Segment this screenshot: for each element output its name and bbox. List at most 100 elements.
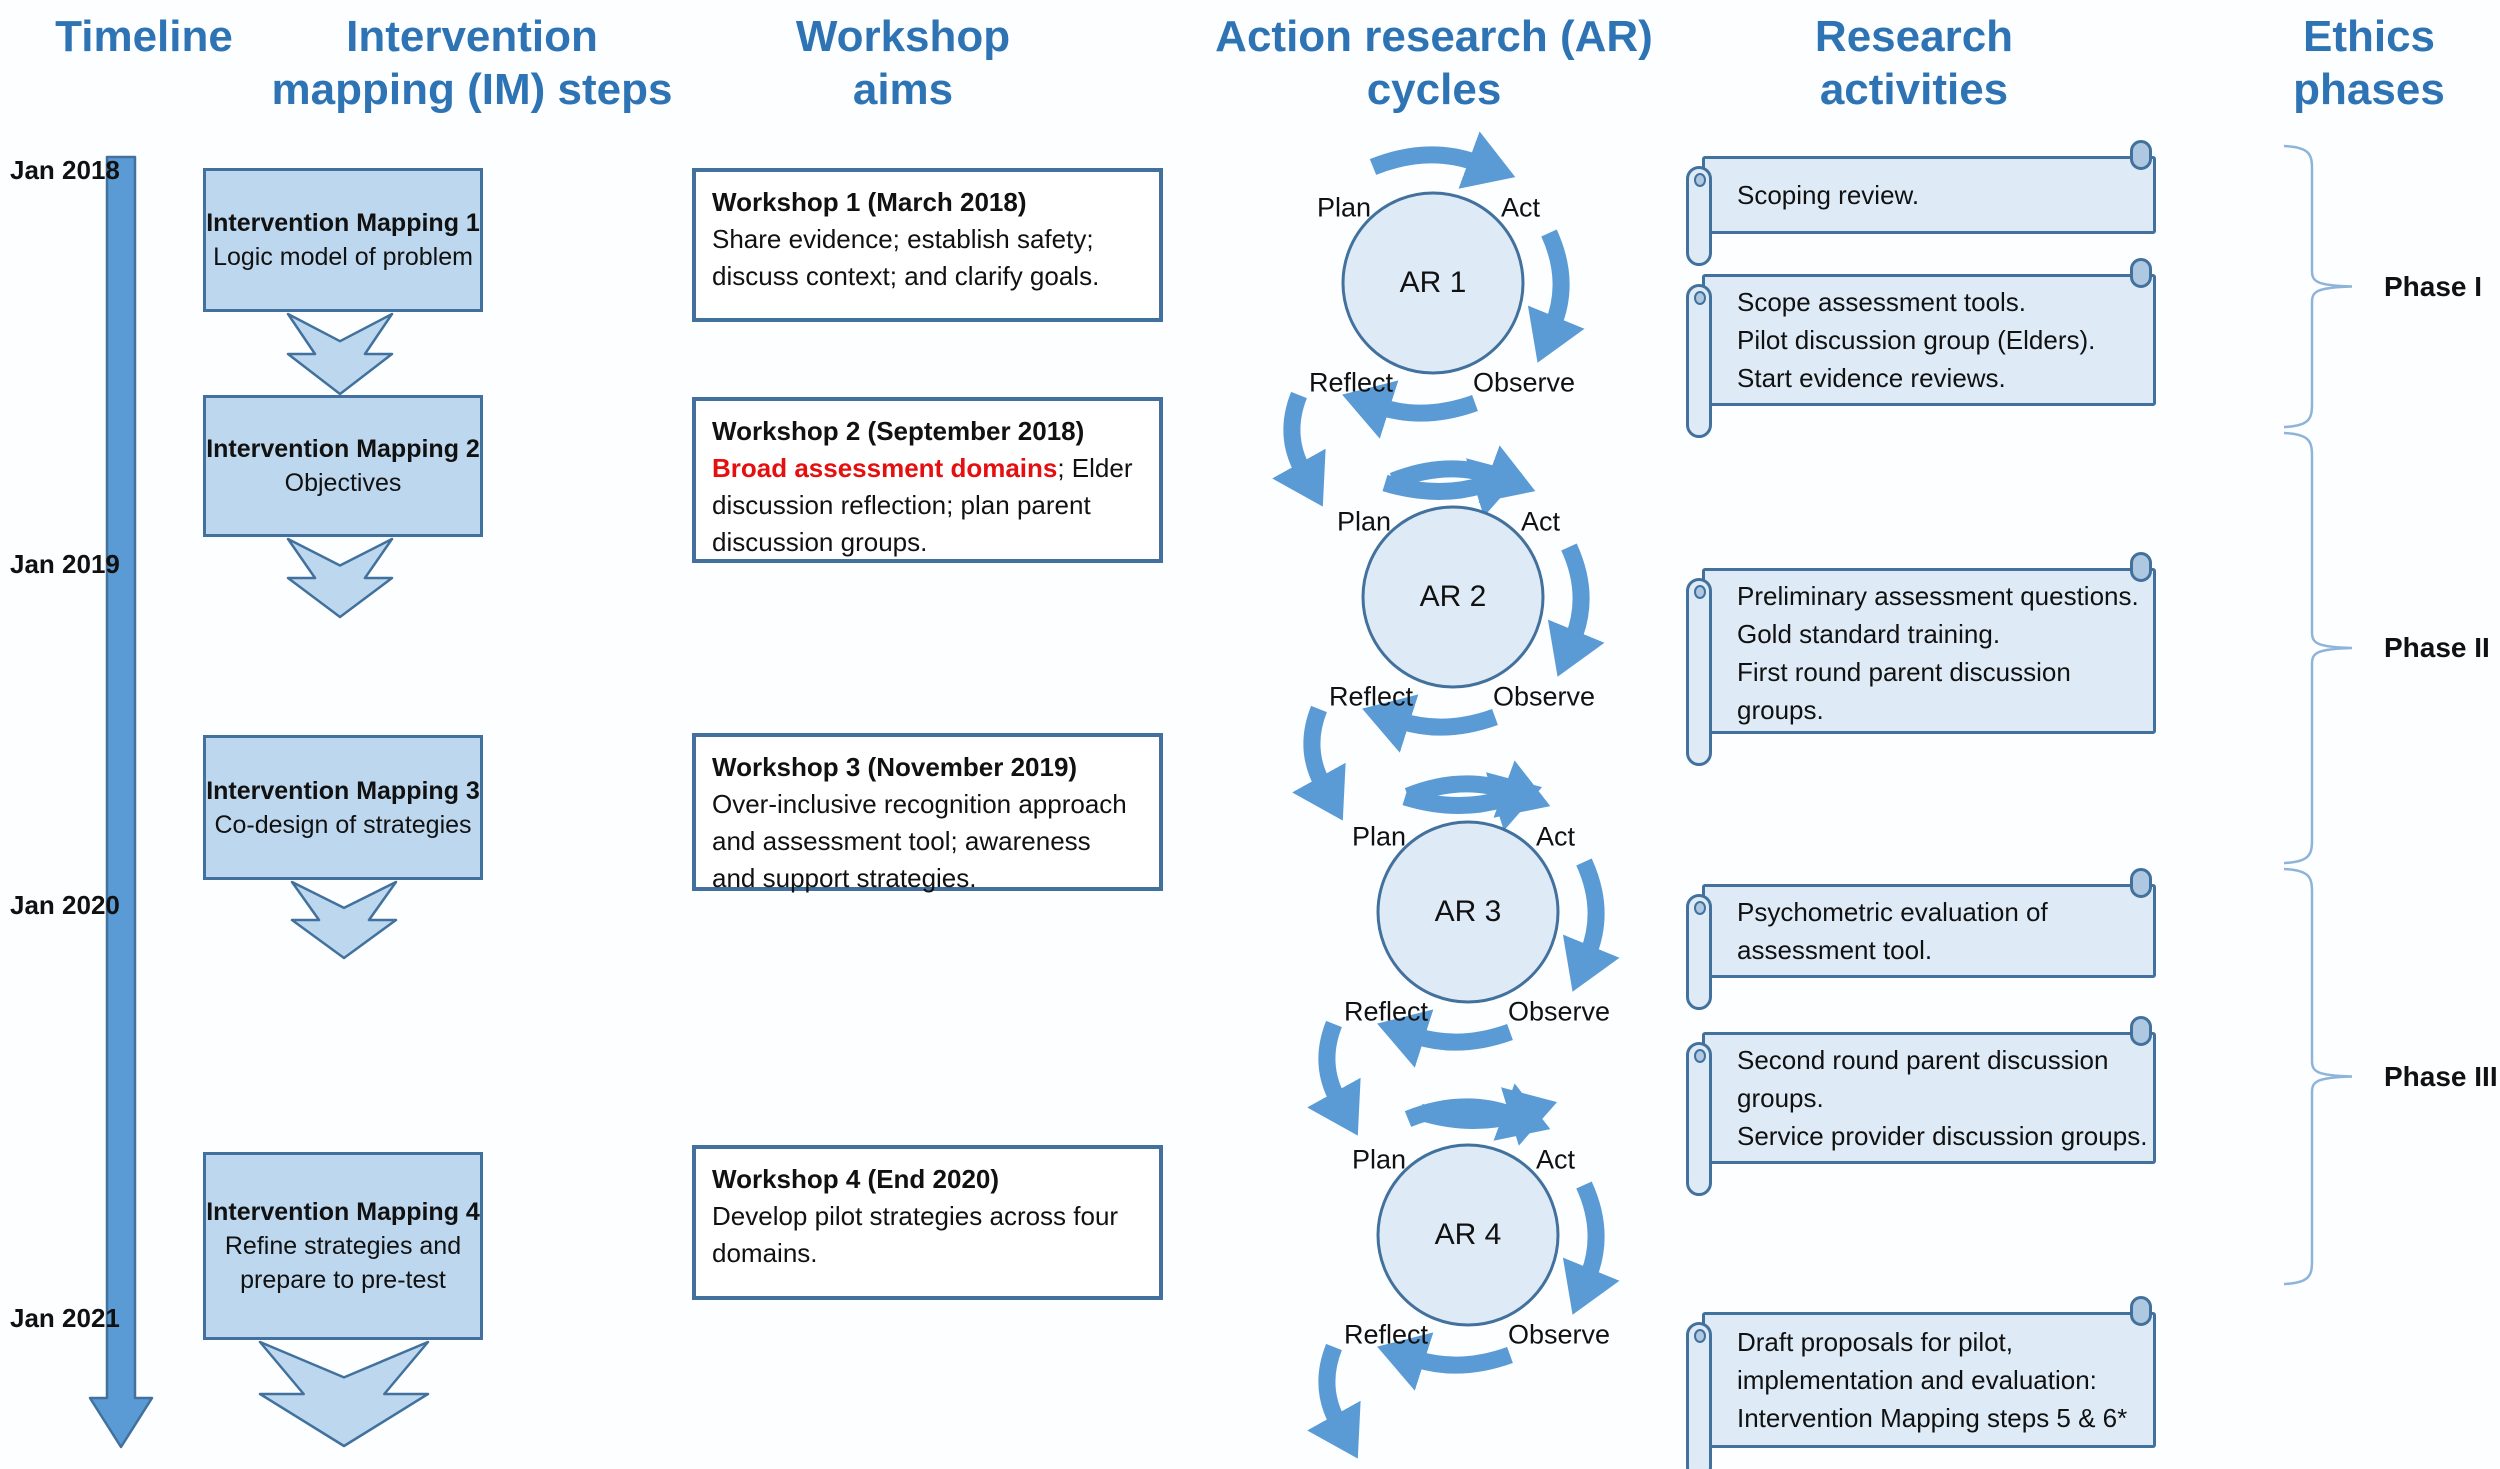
im-step-subtitle: Co-design of strategies bbox=[214, 810, 472, 839]
ar-stage-label-observe: Observe bbox=[1493, 681, 1596, 712]
ar-stage-label-plan: Plan bbox=[1351, 821, 1406, 852]
scroll-curl-icon bbox=[1694, 291, 1706, 305]
timeline-year-label: Jan 2020 bbox=[10, 890, 120, 920]
scroll-top-right-curl-icon bbox=[2130, 140, 2152, 170]
cycle-arrow-act-to-observe-icon bbox=[1562, 1181, 1620, 1315]
cycle-arrow-reflect-down-icon bbox=[1292, 705, 1346, 821]
column-header-line: mapping (IM) steps bbox=[271, 65, 673, 114]
column-header-line: Intervention bbox=[346, 12, 598, 61]
im-step-subtitle: Objectives bbox=[284, 469, 402, 497]
column-header-line: cycles bbox=[1366, 65, 1502, 114]
ar-cycle-label: AR 1 bbox=[1399, 266, 1467, 299]
ar-stage-label-act: Act bbox=[1536, 821, 1576, 852]
cycle-arrow-reflect-down-icon bbox=[1307, 1343, 1361, 1459]
ar-cycle-circle bbox=[1376, 820, 1560, 1004]
scroll-body: Scoping review. bbox=[1702, 156, 2156, 234]
phase-bracket bbox=[2283, 431, 2353, 865]
scroll-text-line: Second round parent discussion bbox=[1737, 1045, 2109, 1075]
scroll-left-roll-icon bbox=[1686, 1042, 1712, 1196]
scroll-text-line: groups. bbox=[1737, 695, 1824, 725]
scroll-body: Draft proposals for pilot,implementation… bbox=[1702, 1312, 2156, 1448]
workshop-text: Develop pilot strategies across four bbox=[712, 1201, 1119, 1231]
column-header-line: Action research (AR) bbox=[1215, 12, 1653, 61]
workshop-highlight-text: Broad assessment domains bbox=[712, 453, 1058, 483]
column-header-line: Workshop bbox=[795, 12, 1011, 61]
research-activity-scroll: Scoping review. bbox=[1686, 140, 2156, 266]
ar-cycle-label: AR 3 bbox=[1434, 895, 1502, 928]
workshop-box: Workshop 4 (End 2020)Develop pilot strat… bbox=[692, 1145, 1163, 1300]
down-arrow-icon bbox=[286, 537, 394, 619]
workshop-body-line: domains. bbox=[712, 1235, 1143, 1272]
scroll-text-line: Pilot discussion group (Elders). bbox=[1737, 325, 2096, 355]
ar-stage-label-reflect: Reflect bbox=[1343, 996, 1428, 1027]
ar-cycle-circle bbox=[1361, 505, 1545, 689]
column-header-line: phases bbox=[2293, 65, 2445, 114]
timeline-arrow bbox=[88, 155, 154, 1449]
ar-cycle-label: AR 4 bbox=[1434, 1218, 1502, 1251]
ar-stage-label-observe: Observe bbox=[1508, 1319, 1611, 1350]
down-arrow-icon bbox=[258, 1340, 430, 1448]
workshop-text: Over-inclusive recognition approach bbox=[712, 789, 1127, 819]
ar-stage-label-plan: Plan bbox=[1336, 506, 1391, 537]
phase-label: Phase III bbox=[2384, 1060, 2498, 1092]
workshop-body-line: and assessment tool; awareness bbox=[712, 823, 1143, 860]
down-arrow-icon bbox=[286, 312, 394, 396]
scroll-top-right-curl-icon bbox=[2130, 868, 2152, 898]
cycle-arrow-plan-to-act-icon bbox=[1389, 445, 1536, 503]
workshop-text: discuss context; and clarify goals. bbox=[712, 261, 1100, 291]
column-header-line: Timeline bbox=[55, 12, 233, 61]
scroll-text-line: assessment tool. bbox=[1737, 935, 1933, 965]
cycle-arrow-observe-to-reflect-icon bbox=[1362, 694, 1498, 753]
im-step-title: Intervention Mapping 4 bbox=[206, 1198, 480, 1226]
cycle-arrow-reflect-down-icon bbox=[1272, 391, 1326, 507]
ar-stage-label-observe: Observe bbox=[1508, 996, 1611, 1027]
scroll-top-right-curl-icon bbox=[2130, 1016, 2152, 1046]
workshop-text: ; Elder bbox=[1057, 453, 1133, 483]
workshop-text: discussion reflection; plan parent bbox=[712, 490, 1091, 520]
phase-bracket bbox=[2283, 144, 2353, 429]
workshop-text: and support strategies. bbox=[712, 863, 977, 893]
research-activity-scroll: Draft proposals for pilot,implementation… bbox=[1686, 1296, 2156, 1469]
cycle-arrow-plan-to-act-icon bbox=[1404, 760, 1551, 818]
column-header-line: Research bbox=[1814, 12, 2014, 61]
scroll-curl-icon bbox=[1694, 173, 1706, 187]
phase-bracket bbox=[2283, 867, 2353, 1286]
scroll-curl-icon bbox=[1694, 901, 1706, 915]
scroll-curl-icon bbox=[1694, 1329, 1706, 1343]
phase-label: Phase I bbox=[2384, 270, 2483, 302]
ar-cycle-label: AR 2 bbox=[1419, 580, 1487, 613]
column-header-line: aims bbox=[852, 65, 954, 114]
down-arrow-icon bbox=[290, 880, 398, 960]
im-step-box: Intervention Mapping 2 Objectives bbox=[203, 395, 483, 537]
column-header-line: activities bbox=[1819, 65, 2009, 114]
ar-stage-label-act: Act bbox=[1536, 1144, 1576, 1175]
ar-stage-label-act: Act bbox=[1521, 506, 1561, 537]
workshop-body-line: Over-inclusive recognition approach bbox=[712, 786, 1143, 823]
scroll-left-roll-icon bbox=[1686, 894, 1712, 1010]
scroll-body: Preliminary assessment questions.Gold st… bbox=[1702, 568, 2156, 734]
cycle-arrow-act-to-observe-icon bbox=[1527, 229, 1585, 363]
scroll-text-line: Intervention Mapping steps 5 & 6* bbox=[1737, 1403, 2128, 1433]
scroll-top-right-curl-icon bbox=[2130, 552, 2152, 582]
scroll-text-line: Scoping review. bbox=[1737, 180, 1920, 210]
workshop-title: Workshop 1 (March 2018) bbox=[712, 187, 1027, 217]
cycle-arrow-act-to-observe-icon bbox=[1547, 543, 1605, 677]
scroll-text-line: Start evidence reviews. bbox=[1737, 363, 2006, 393]
im-step-subtitle: Logic model of problem bbox=[213, 243, 473, 271]
scroll-left-roll-icon bbox=[1686, 1322, 1712, 1469]
scroll-text-line: implementation and evaluation: bbox=[1737, 1365, 2097, 1395]
workshop-body-line: and support strategies. bbox=[712, 860, 1143, 897]
im-step-title: Intervention Mapping 1 bbox=[206, 209, 480, 237]
phase-label: Phase II bbox=[2384, 632, 2490, 663]
im-step-title: Intervention Mapping 2 bbox=[206, 435, 480, 463]
ar-cycle-circle bbox=[1376, 1143, 1560, 1327]
scroll-text-line: Preliminary assessment questions. bbox=[1737, 581, 2139, 611]
cycle-arrow-observe-to-reflect-icon bbox=[1377, 1009, 1513, 1068]
scroll-left-roll-icon bbox=[1686, 166, 1712, 266]
scroll-text-line: groups. bbox=[1737, 1083, 1824, 1113]
